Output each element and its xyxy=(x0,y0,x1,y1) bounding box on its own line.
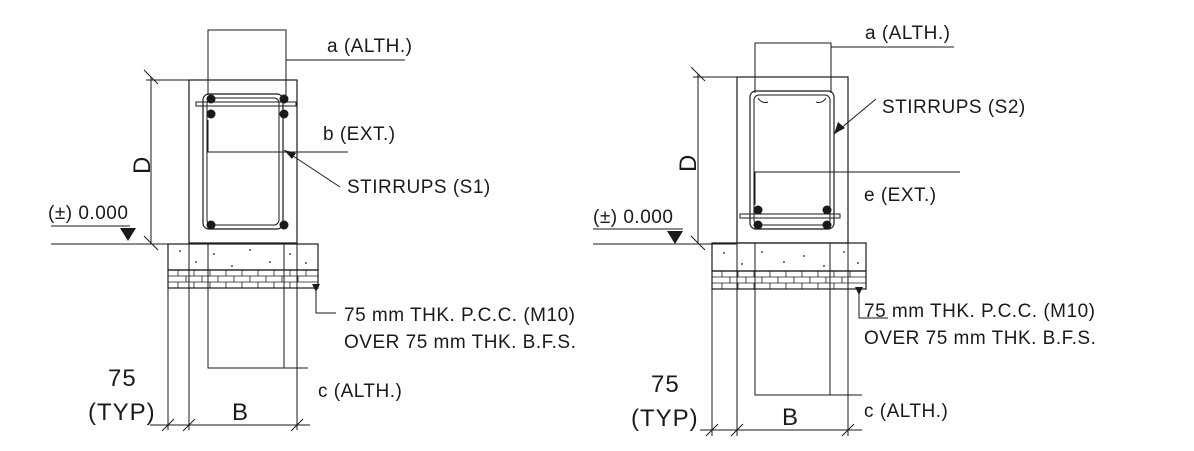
rebar xyxy=(206,109,216,119)
bfs-layer xyxy=(711,270,867,290)
label-e: e (EXT.) xyxy=(864,185,937,206)
dim-depth: D xyxy=(675,154,702,172)
dim-cover: 75 xyxy=(108,365,137,392)
label-pcc: 75 mm THK. P.C.C. (M10) xyxy=(344,305,575,326)
dim-width: B xyxy=(782,404,799,431)
stirrup-inner xyxy=(753,94,831,226)
label-stirrups: STIRRUPS (S2) xyxy=(882,97,1026,118)
beam-section-right xyxy=(593,42,960,437)
rebar xyxy=(279,220,289,230)
label-a: a (ALTH.) xyxy=(327,36,412,57)
rebar xyxy=(753,205,763,215)
rebar xyxy=(822,220,832,230)
rebar xyxy=(753,220,763,230)
bfs-layer xyxy=(167,269,319,289)
dim-depth: D xyxy=(129,156,156,174)
label-bfs: OVER 75 mm THK. B.F.S. xyxy=(344,332,576,353)
label-c: c (ALTH.) xyxy=(864,401,948,422)
dim-cover: 75 xyxy=(651,371,680,398)
level-marker-icon xyxy=(667,231,683,244)
beam-section-left xyxy=(51,29,405,432)
label-pcc: 75 mm THK. P.C.C. (M10) xyxy=(864,301,1095,322)
label-level: (±) 0.000 xyxy=(48,203,128,224)
label-level: (±) 0.000 xyxy=(593,207,673,228)
leader-b xyxy=(207,120,348,153)
pcc-layer xyxy=(167,243,319,271)
label-bfs: OVER 75 mm THK. B.F.S. xyxy=(864,328,1096,349)
stirrup-inner xyxy=(206,97,280,226)
rebar xyxy=(279,94,289,104)
dim-cover-note: (TYP) xyxy=(631,405,699,432)
beam-outline xyxy=(188,79,298,244)
dim-cover-note: (TYP) xyxy=(88,399,156,426)
stirrup xyxy=(202,93,284,230)
rebar xyxy=(822,205,832,215)
extra-bar-line xyxy=(195,101,297,107)
label-stirrups: STIRRUPS (S1) xyxy=(347,177,491,198)
rebar xyxy=(206,220,216,230)
label-b: b (EXT.) xyxy=(323,124,396,145)
extra-bar-line xyxy=(739,213,841,219)
level-marker-icon xyxy=(120,228,136,241)
rebar xyxy=(206,94,216,104)
rebar xyxy=(279,109,289,119)
pcc-layer xyxy=(711,242,867,272)
stirrup xyxy=(749,90,835,230)
label-a: a (ALTH.) xyxy=(865,23,950,44)
label-c: c (ALTH.) xyxy=(318,381,402,402)
dim-width: B xyxy=(232,399,249,426)
